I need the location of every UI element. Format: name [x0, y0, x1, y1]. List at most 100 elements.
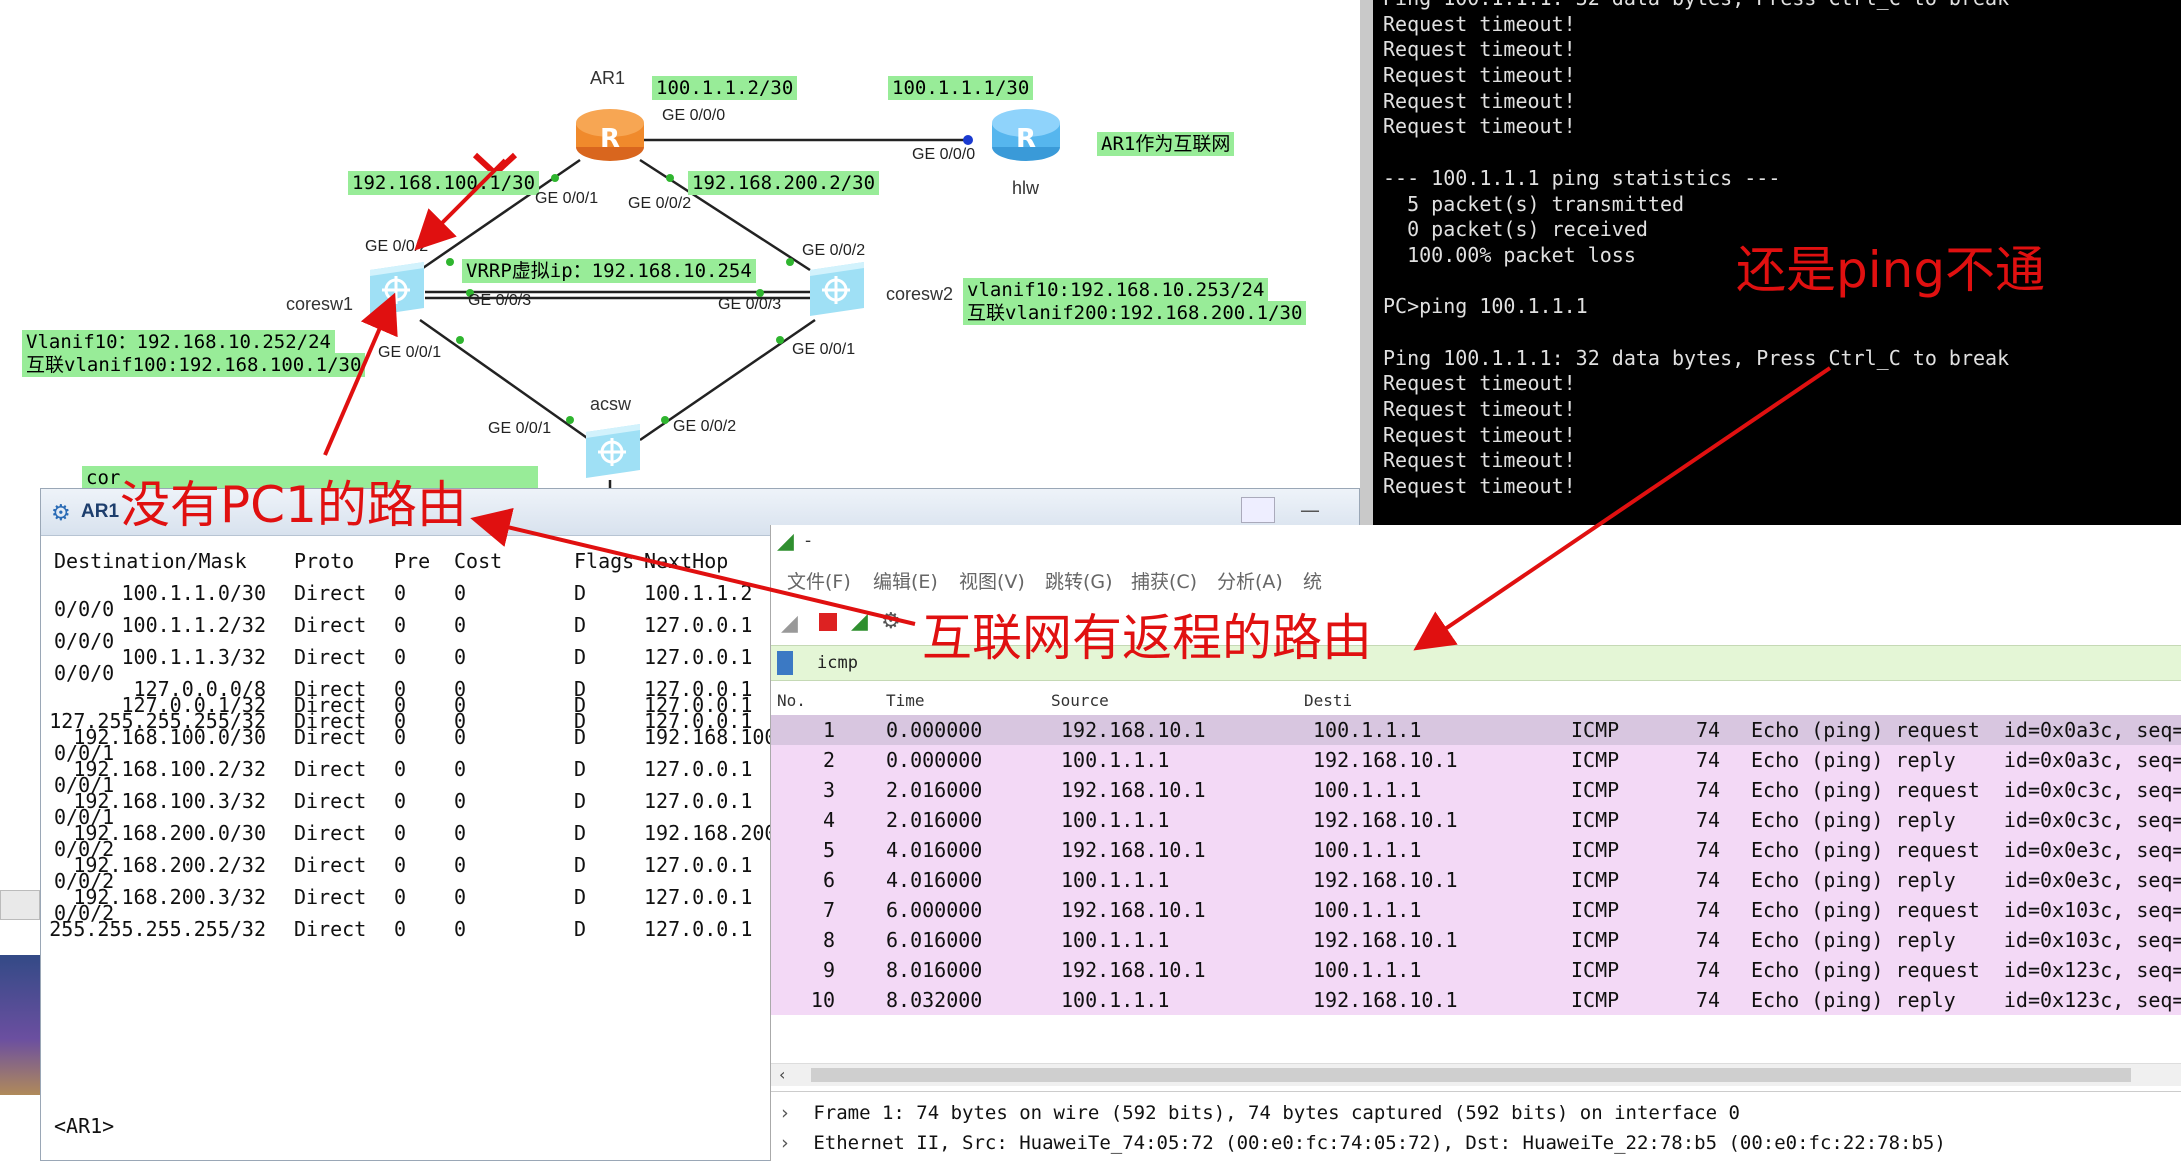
svg-text:R: R — [1016, 124, 1036, 154]
packet-proto: ICMP — [1571, 808, 1620, 832]
route-dest: 192.168.100.2/32 — [73, 757, 266, 781]
packet-list-header: No. Time Source Desti — [771, 685, 2181, 716]
ar1-prompt[interactable]: <AR1> — [54, 1114, 115, 1138]
stop-capture-icon[interactable] — [819, 613, 837, 631]
route-nexthop: 127.0.0.1 — [644, 757, 753, 781]
expand-icon[interactable]: › — [779, 1102, 791, 1124]
packet-dst: 192.168.10.1 — [1313, 748, 1458, 772]
switch-acsw-icon[interactable] — [578, 420, 648, 482]
background-fragment — [0, 890, 40, 920]
route-dest: 192.168.200.3/32 — [73, 885, 266, 909]
route-flags: D — [574, 853, 587, 877]
packet-src: 192.168.10.1 — [1061, 898, 1206, 922]
restore-icon[interactable] — [1241, 497, 1275, 523]
scroll-left-icon[interactable]: ‹ — [779, 1065, 786, 1084]
packet-details[interactable]: › Frame 1: 74 bytes on wire (592 bits), … — [771, 1091, 2181, 1161]
packet-dst: 100.1.1.1 — [1313, 838, 1422, 862]
route-pre: 0 — [394, 853, 407, 877]
route-flags: D — [574, 693, 587, 717]
packet-proto: ICMP — [1571, 928, 1620, 952]
route-nexthop: 127.0.0.1 — [644, 789, 753, 813]
route-interface: 0/0/1 — [54, 805, 115, 829]
menu-item[interactable]: 文件(F) — [787, 571, 851, 593]
restart-capture-icon[interactable]: ◢ — [851, 609, 868, 634]
annotation-no-pc1-route: 没有PC1的路由 — [120, 476, 467, 534]
horizontal-scrollbar[interactable]: ‹ — [771, 1063, 2181, 1086]
route-proto: Direct — [294, 885, 367, 909]
port-hlw-ge000: GE 0/0/0 — [912, 146, 976, 163]
port-coresw1-ge002: GE 0/0/2 — [365, 238, 429, 255]
menu-item[interactable]: 跳转(G) — [1045, 571, 1113, 593]
router-ar1-icon[interactable]: R — [574, 105, 646, 163]
route-cost: 0 — [454, 709, 467, 733]
route-proto: Direct — [294, 789, 367, 813]
ws-title-bar[interactable]: ◢ - — [771, 525, 2181, 559]
terminal-line — [1383, 500, 2181, 526]
route-interface: 0/0/1 — [54, 741, 115, 765]
menu-item[interactable]: 分析(A) — [1217, 571, 1283, 593]
menu-item[interactable]: 捕获(C) — [1131, 571, 1198, 593]
route-dest: 100.1.1.3/32 — [121, 645, 267, 669]
menu-item[interactable]: 视图(V) — [959, 571, 1025, 593]
terminal-line: Request timeout! — [1383, 448, 1576, 473]
scrollbar-thumb[interactable] — [811, 1068, 2131, 1082]
route-interface: 0/0/2 — [54, 901, 115, 925]
route-nexthop: 127.0.0.1 — [644, 853, 753, 877]
packet-src: 100.1.1.1 — [1061, 748, 1170, 772]
annotation-internet-return-route: 互联网有返程的路由 — [922, 609, 1372, 667]
bookmark-icon[interactable] — [777, 651, 793, 675]
detail-ethernet-text: Ethernet II, Src: HuaweiTe_74:05:72 (00:… — [813, 1132, 1946, 1154]
route-cost: 0 — [454, 581, 467, 605]
expand-icon[interactable]: › — [779, 1132, 791, 1154]
menu-item[interactable]: 编辑(E) — [873, 571, 938, 593]
route-pre: 0 — [394, 693, 407, 717]
column-header[interactable]: No. — [777, 691, 806, 710]
route-flags: D — [574, 821, 587, 845]
label-partial: cor — [82, 466, 538, 490]
column-header[interactable]: Source — [1051, 691, 1109, 710]
display-filter-input[interactable]: icmp — [817, 653, 858, 673]
route-dest: 127.0.0.1/32 — [121, 693, 267, 717]
packet-dst: 192.168.10.1 — [1313, 808, 1458, 832]
label-hlw-ip: 100.1.1.1/30 — [888, 76, 1034, 100]
column-header[interactable]: Desti — [1304, 691, 1353, 710]
detail-row-frame[interactable]: › Frame 1: 74 bytes on wire (592 bits), … — [779, 1102, 1740, 1124]
column-header[interactable]: Time — [886, 691, 925, 710]
route-proto: Direct — [294, 581, 367, 605]
detail-row-ethernet[interactable]: › Ethernet II, Src: HuaweiTe_74:05:72 (0… — [779, 1132, 1946, 1154]
router-hlw-icon[interactable]: R — [990, 105, 1062, 163]
switch-coresw1-icon[interactable] — [362, 258, 432, 320]
packet-info: Echo (ping) request id=0x0a3c, seq=1 — [1751, 718, 2181, 742]
packet-src: 100.1.1.1 — [1061, 988, 1170, 1012]
port-acsw-ge001: GE 0/0/1 — [488, 420, 552, 437]
switch-coresw2-icon[interactable] — [802, 258, 872, 320]
terminal-line: Request timeout! — [1383, 422, 1576, 447]
menu-item[interactable]: 统 — [1303, 571, 1323, 593]
ws-filter-bar[interactable]: icmp — [771, 645, 2181, 681]
route-cost: 0 — [454, 677, 467, 701]
route-proto: Direct — [294, 677, 367, 701]
label-ar1-ge000-ip: 100.1.1.2/30 — [652, 76, 798, 100]
minimize-icon[interactable]: — — [1300, 498, 1320, 522]
packet-len: 74 — [1696, 838, 1721, 862]
options-gear-icon[interactable]: ⚙ — [881, 609, 901, 634]
packet-info: Echo (ping) reply id=0x0c3c, seq=2 — [1751, 808, 2181, 832]
label-ar1-ge002-ip: 192.168.200.2/30 — [688, 171, 880, 195]
packet-no: 5 — [822, 838, 835, 862]
route-nexthop: 192.168.200 — [644, 821, 777, 845]
route-nexthop: 127.0.0.1 — [644, 613, 753, 637]
shark-fin-icon[interactable]: ◢ — [781, 611, 798, 636]
packet-time: 8.016000 — [886, 958, 983, 982]
terminal-line: Request timeout! — [1383, 397, 1576, 421]
route-pre: 0 — [394, 677, 407, 701]
